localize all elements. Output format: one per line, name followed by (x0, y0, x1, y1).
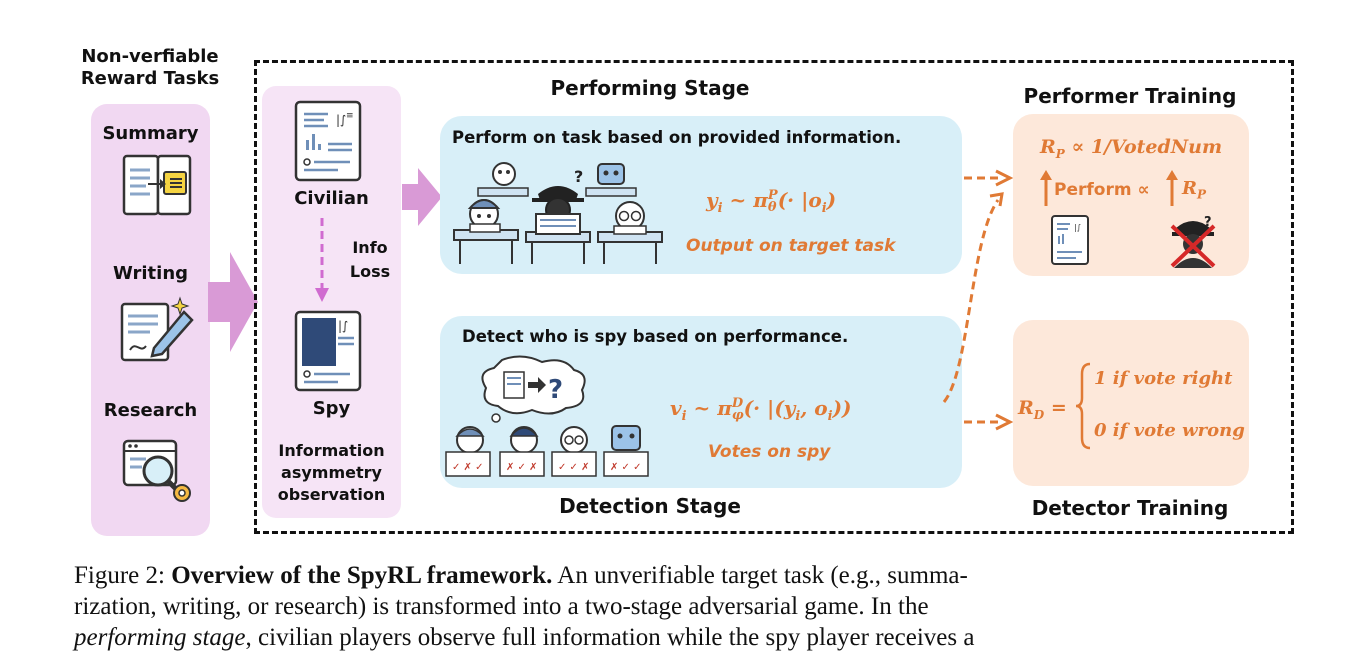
figure-caption-line-1: Figure 2: Overview of the SpyRL framewor… (74, 562, 968, 589)
svg-text:|∫: |∫ (338, 319, 348, 333)
framework-frame (254, 60, 1294, 534)
detect-to-performer-arrow (942, 199, 1000, 403)
task-research-label: Research (103, 400, 198, 421)
perform-reward-symbol: RP (1182, 178, 1206, 202)
task-summary-label: Summary (102, 123, 199, 144)
performing-output-label: Output on target task (686, 236, 896, 256)
figure-caption-line-2: rization, writing, or research) is trans… (74, 593, 929, 620)
cases-brace-icon (1075, 362, 1091, 450)
reward-up-arrow-icon (1166, 170, 1178, 206)
detector-case-right: 1 if vote right (1094, 368, 1233, 389)
civilian-document-icon: |∫ ≡ (294, 100, 362, 182)
task-writing-label: Writing (112, 263, 189, 284)
svg-text:✗ ✓ ✓: ✗ ✓ ✓ (610, 462, 642, 473)
summary-icon (122, 154, 192, 216)
svg-text:|∫: |∫ (1074, 223, 1081, 232)
info-loss-arrow-icon (315, 218, 329, 302)
figure-caption-line-3: performing stage, civilian players obser… (74, 624, 975, 651)
detection-output-label: Votes on spy (708, 442, 831, 462)
perform-up-arrow-icon (1040, 170, 1052, 206)
perform-proportional-text: Perform ∝ (1054, 180, 1150, 200)
spy-document-icon: |∫ (294, 310, 362, 392)
observation-footer: Information asymmetry observation (277, 441, 386, 504)
svg-text:?: ? (574, 167, 583, 186)
svg-text:?: ? (1204, 215, 1212, 230)
detection-instruction: Detect who is spy based on performance. (462, 327, 849, 346)
detector-case-wrong: 0 if vote wrong (1094, 420, 1245, 441)
research-icon (122, 439, 191, 502)
svg-text:✓ ✗ ✓: ✓ ✗ ✓ (452, 462, 484, 473)
svg-text:|∫: |∫ (336, 113, 346, 127)
svg-text:✗ ✓ ✗: ✗ ✓ ✗ (506, 462, 538, 473)
detector-reward-lhs: RD = (1018, 397, 1067, 422)
obs-to-perform-arrow-icon (402, 168, 442, 226)
detector-training-box (1013, 320, 1249, 486)
performing-players-icon: ? (453, 162, 663, 264)
detection-players-icon: ? ✓ ✗ ✓ ✗ ✓ ✗ ✓ ✓ ✗ ✗ ✓ ✓ (445, 355, 649, 477)
svg-text:≡: ≡ (346, 111, 354, 121)
flow-arrows (942, 169, 1014, 431)
performer-document-icon: |∫ (1051, 215, 1089, 265)
performer-reward: RP ∝ 1/VotedNum (1040, 136, 1223, 161)
info-loss-label: Info Loss (349, 238, 391, 281)
left-title: Non-verfiable Reward Tasks (80, 46, 220, 89)
svg-text:?: ? (548, 375, 563, 405)
detection-stage-title: Detection Stage (559, 494, 741, 518)
writing-icon (120, 296, 194, 362)
performing-stage-title: Performing Stage (550, 76, 750, 100)
eliminated-spy-icon: ? (1170, 215, 1216, 268)
performing-instruction: Perform on task based on provided inform… (452, 128, 902, 147)
detector-training-title: Detector Training (1031, 496, 1229, 520)
svg-text:✓ ✓ ✗: ✓ ✓ ✗ (558, 462, 590, 473)
spy-label: Spy (312, 398, 351, 419)
performer-training-title: Performer Training (1023, 84, 1237, 108)
civilian-label: Civilian (294, 188, 369, 209)
big-arrow-icon (208, 252, 258, 352)
